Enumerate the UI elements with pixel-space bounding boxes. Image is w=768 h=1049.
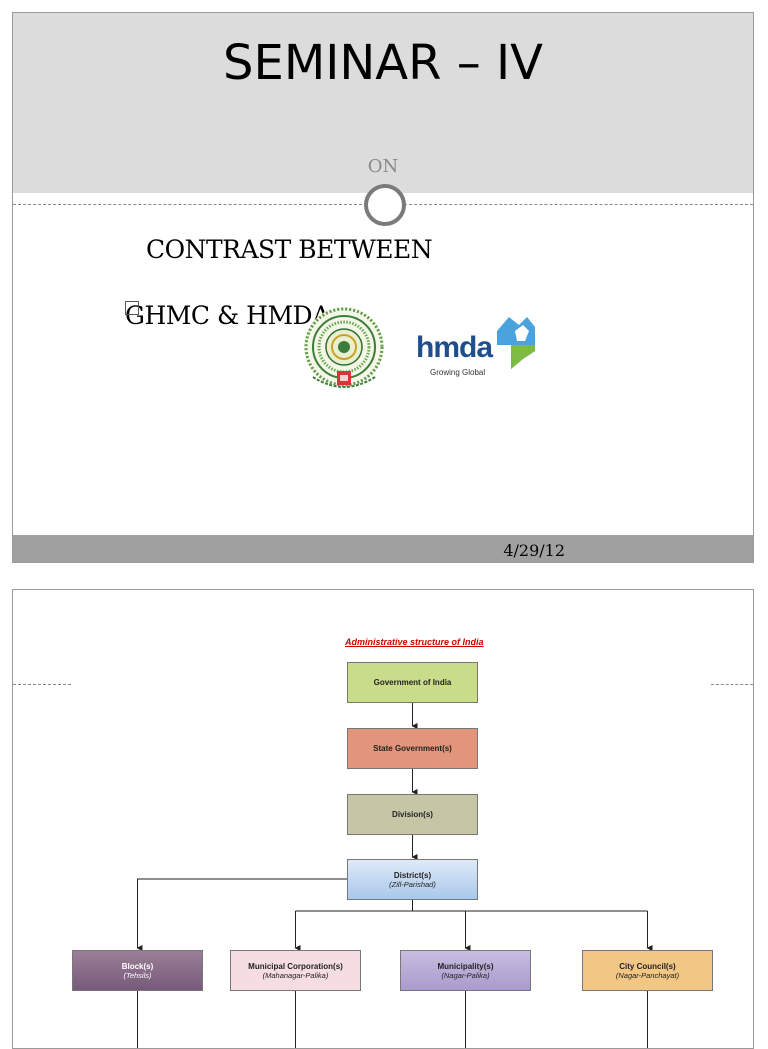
box-state-government: State Government(s) (347, 728, 478, 769)
hmda-logo (497, 317, 535, 369)
ghmc-bullet: GHMC & HMDA (125, 301, 330, 330)
box-label: Government of India (373, 678, 452, 687)
box-district: District(s)(Zill-Parishad) (347, 859, 478, 900)
ghmc-seal-logo (304, 307, 384, 388)
box-label: Municipal Corporation(s) (248, 961, 343, 971)
box-city-council: City Council(s)(Nagar-Panchayat) (582, 950, 713, 991)
box-division: Division(s) (347, 794, 478, 835)
slide-title: SEMINAR – IV (223, 35, 543, 91)
box-municipality: Municipality(s)(Nagar-Palika) (400, 950, 531, 991)
diagram-title: Administrative structure of India (345, 637, 484, 647)
box-government-of-india: Government of India (347, 662, 478, 703)
box-label: Municipality(s) (437, 961, 494, 971)
slide-subtitle-on: ON (367, 156, 399, 177)
box-municipal-corporation: Municipal Corporation(s)(Mahanagar-Palik… (230, 950, 361, 991)
box-sublabel: (Nagar-Palika) (441, 970, 490, 980)
hmda-tagline: Growing Global (430, 368, 486, 377)
bullet-box-icon (125, 301, 139, 315)
dashed-divider-right (711, 684, 753, 685)
box-label: Division(s) (392, 810, 433, 819)
box-label: Block(s) (121, 961, 154, 971)
box-label: State Government(s) (373, 744, 452, 753)
box-block: Block(s)(Tehsils) (72, 950, 203, 991)
slide-footer-band (13, 535, 753, 562)
admin-structure-slide: Administrative structure of India Govern… (12, 589, 754, 1049)
box-label: District(s) (393, 870, 432, 880)
dashed-divider-left (13, 684, 71, 685)
box-sublabel: (Zill-Parishad) (389, 879, 436, 889)
contrast-heading: CONTRAST BETWEEN (146, 235, 433, 264)
slide-header-band (13, 13, 753, 193)
slide-date: 4/29/12 (503, 541, 565, 560)
box-sublabel: (Tehsils) (123, 970, 152, 980)
hmda-logo-text: hmda (416, 331, 493, 364)
circle-ornament-icon (364, 184, 406, 226)
box-label: City Council(s) (619, 961, 676, 971)
box-sublabel: (Mahanagar-Palika) (262, 970, 329, 980)
ghmc-bullet-text: GHMC & HMDA (125, 301, 330, 330)
title-slide: SEMINAR – IV ON CONTRAST BETWEEN GHMC & … (12, 12, 754, 563)
box-sublabel: (Nagar-Panchayat) (615, 970, 680, 980)
